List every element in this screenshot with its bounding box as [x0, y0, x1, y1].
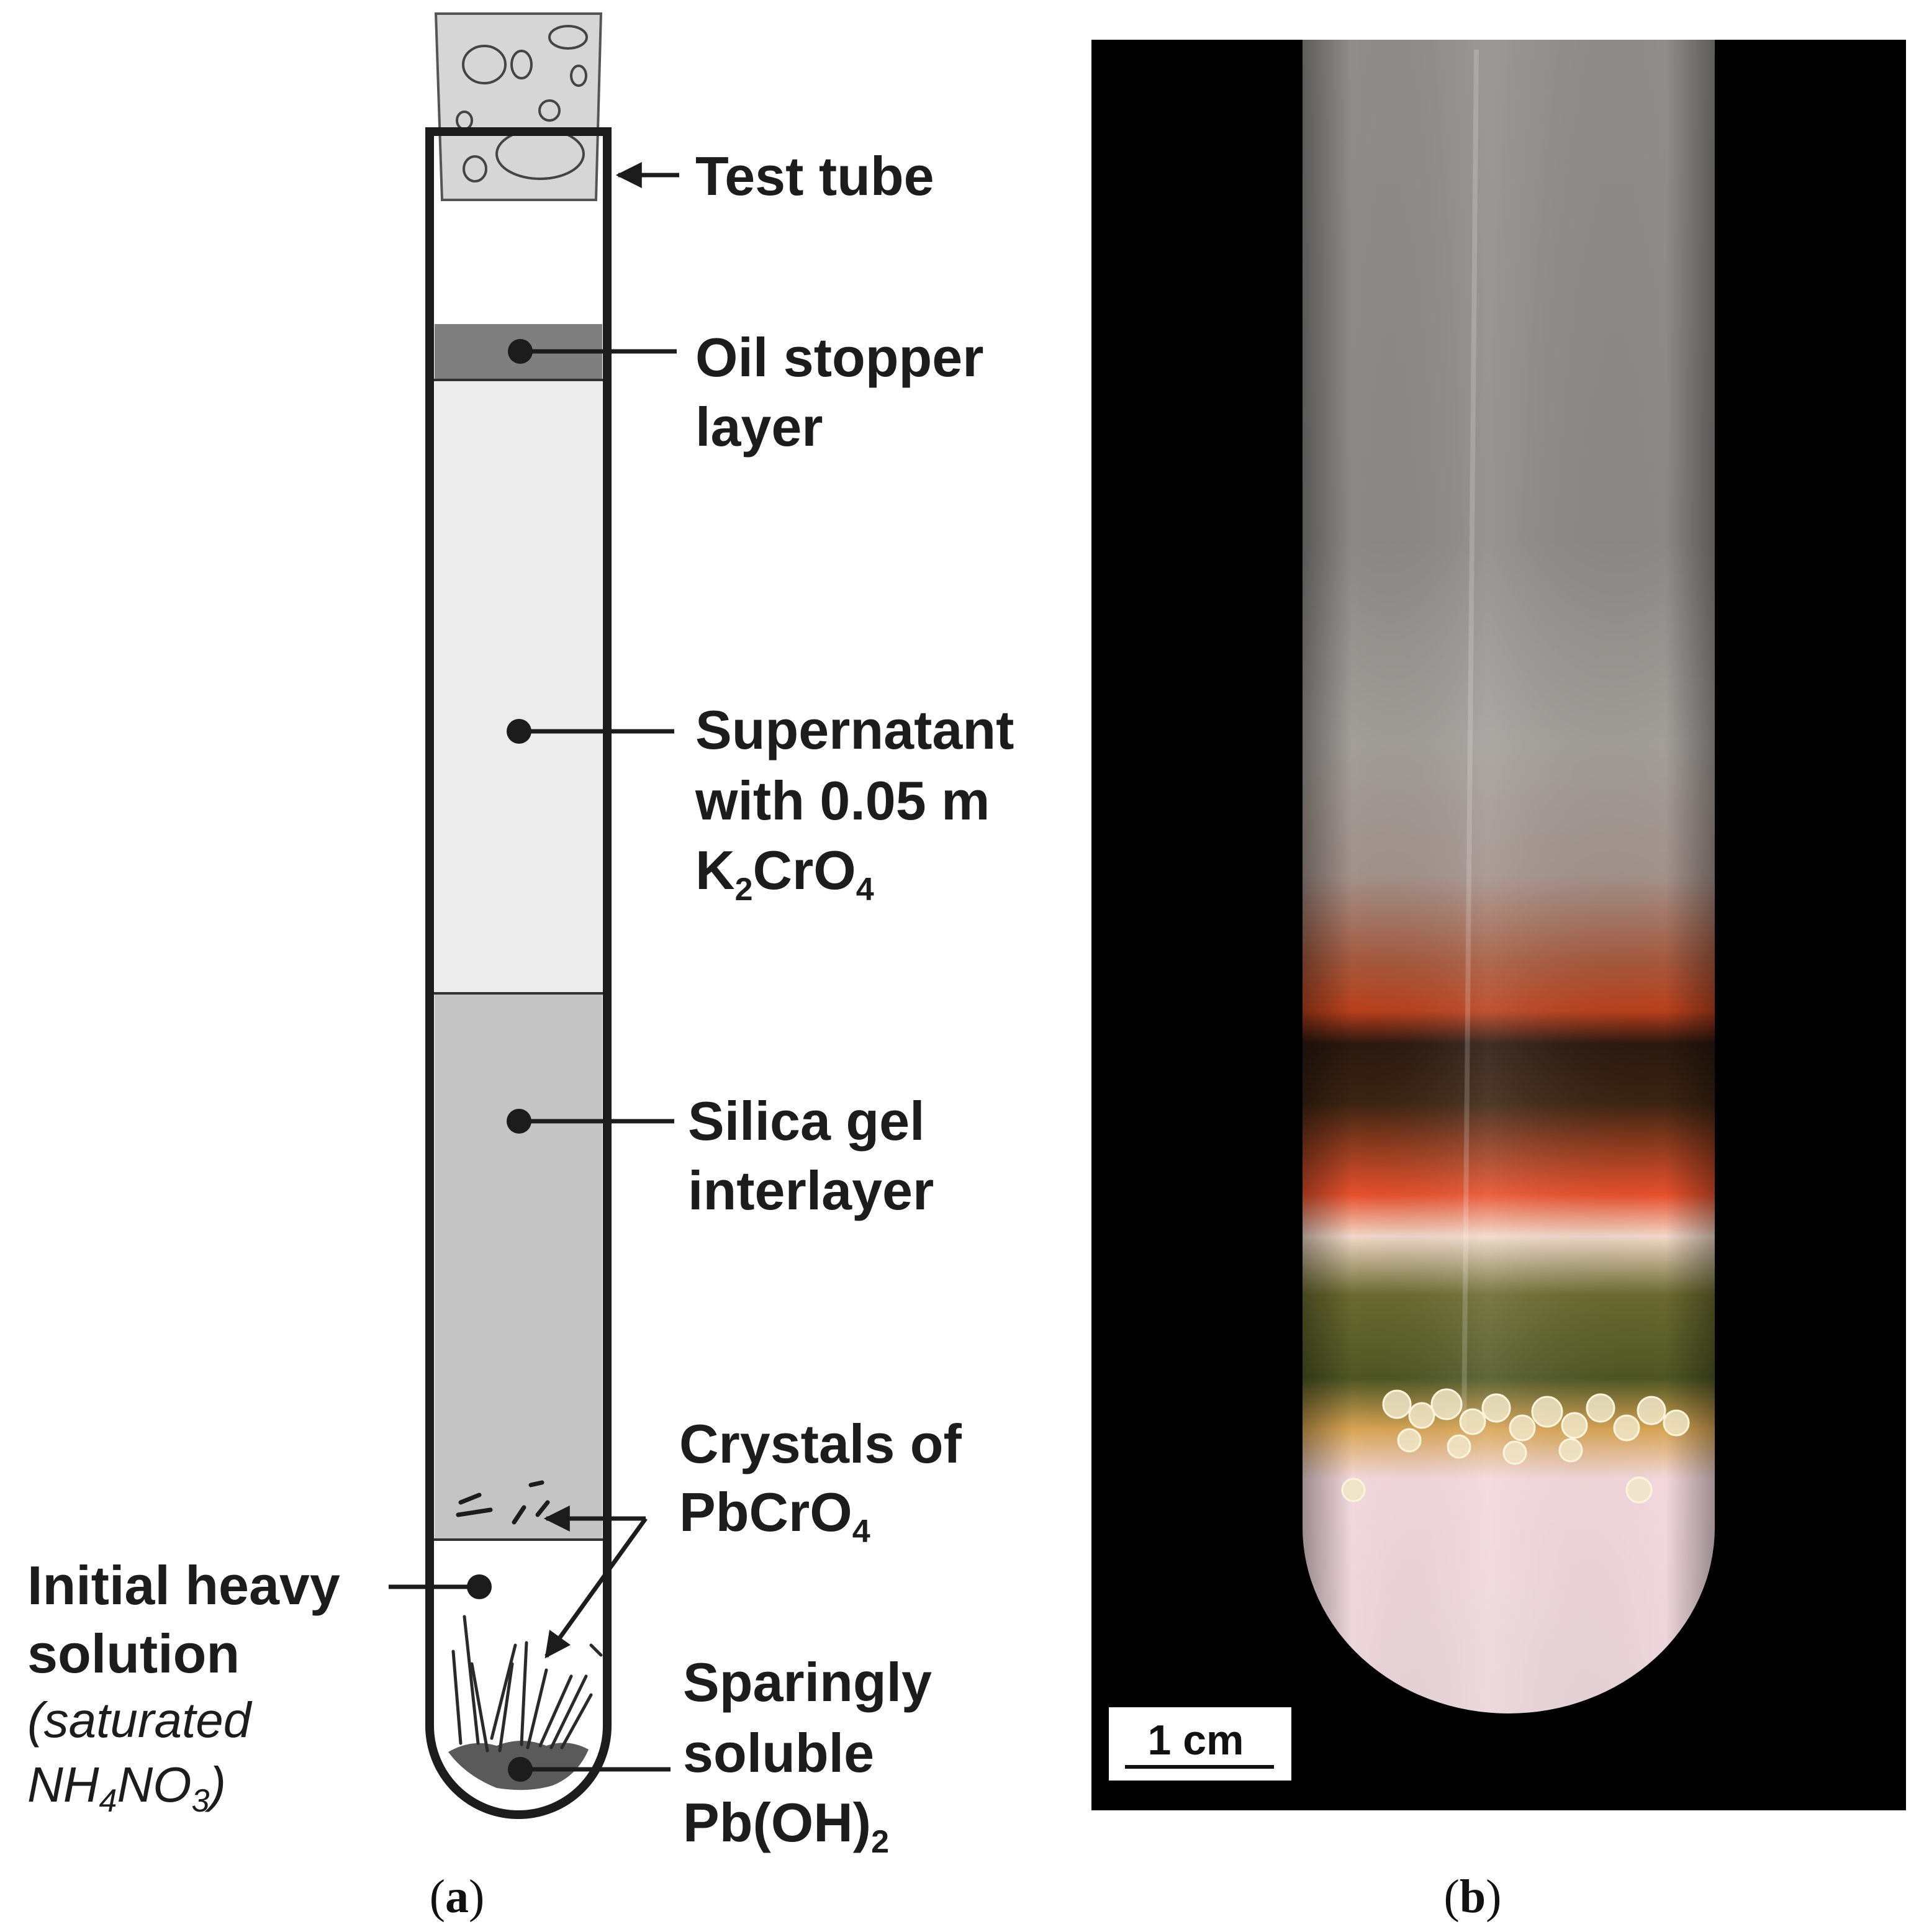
- pbcro4-needle-crystals: [451, 1615, 603, 1753]
- supernatant-layer: [435, 380, 602, 993]
- label-silica-gel-line1: Silica gel: [688, 1090, 925, 1152]
- label-initial-formula: NH4NO3): [27, 1757, 226, 1819]
- pbcro4-crystals-in-gel: [456, 1480, 550, 1525]
- label-test-tube: Test tube: [695, 145, 934, 207]
- photo-glare-line: [1461, 49, 1479, 1429]
- label-crystals-formula: PbCrO4: [679, 1481, 870, 1550]
- label-supernatant-line2: with 0.05 m: [695, 770, 990, 831]
- scale-bar: 1 cm: [1109, 1707, 1291, 1781]
- label-crystals-line1: Crystals of: [679, 1413, 962, 1474]
- label-initial-line1: Initial heavy: [27, 1555, 340, 1616]
- silica-gel-layer: [435, 993, 602, 1540]
- caption-b: (b): [1444, 1871, 1502, 1923]
- panel-a-diagram: Test tube Oil stopper layer Supernatant …: [27, 12, 1014, 1923]
- label-supernatant-formula: K2CrO4: [695, 839, 874, 908]
- label-oil-stopper-line1: Oil stopper: [695, 327, 984, 388]
- label-initial-line2: solution: [27, 1623, 240, 1684]
- scale-bar-label: 1 cm: [1148, 1717, 1244, 1764]
- label-sparingly-formula: Pb(OH)2: [683, 1792, 889, 1860]
- label-silica-gel-line2: interlayer: [688, 1160, 934, 1221]
- leader-lines: [389, 339, 677, 1782]
- stopper-plug: [434, 12, 603, 201]
- test-tube-outline: [425, 127, 612, 1819]
- arrows: [543, 162, 679, 1659]
- label-oil-stopper-line2: layer: [695, 396, 823, 458]
- label-sparingly-line2: soluble: [683, 1722, 874, 1784]
- caption-a: (a): [430, 1871, 485, 1923]
- photo-bubbles: [1341, 1388, 1690, 1504]
- photo-tube-shading: [1303, 40, 1715, 1713]
- label-initial-line3: (saturated: [27, 1692, 253, 1748]
- label-supernatant-line1: Supernatant: [695, 699, 1014, 761]
- label-sparingly-line1: Sparingly: [683, 1651, 932, 1713]
- panel-b-photo: 1 cm (b): [1091, 40, 1906, 1923]
